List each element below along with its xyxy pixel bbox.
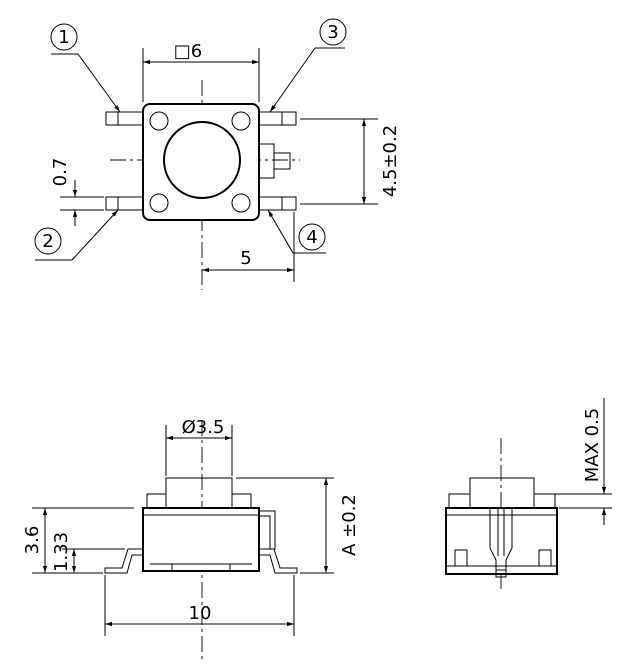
- callout-2: 2: [34, 209, 119, 261]
- callout-3: 3: [269, 18, 347, 113]
- end-actuator: [469, 477, 535, 509]
- side-body: [142, 507, 260, 572]
- dim-length-label: 10: [189, 603, 212, 624]
- end-body: [445, 507, 558, 575]
- dim-a-label: A ±0.2: [339, 494, 360, 556]
- dim-width-label: □6: [174, 41, 202, 62]
- actuator-circle: [163, 121, 241, 199]
- end-view: MAX 0.5: [445, 398, 612, 590]
- dim-pin-label: 0.7: [50, 158, 71, 187]
- callout-1: 1: [50, 23, 121, 113]
- svg-text:4: 4: [306, 227, 317, 248]
- side-actuator: [165, 477, 233, 509]
- dim-diameter-label: Ø3.5: [182, 417, 225, 438]
- dim-pitch-label: 5: [240, 248, 251, 269]
- dim-total-height-label: 3.6: [22, 526, 43, 555]
- side-view: Ø3.5 3.6 1.33 A ±0.2 10: [22, 417, 360, 660]
- top-view: □6 4.5±0.2 0.7 5 1 2 3: [34, 18, 401, 290]
- svg-text:3: 3: [327, 22, 338, 43]
- dim-body-height-label: 1.33: [51, 532, 72, 572]
- dim-max-label: MAX 0.5: [582, 408, 603, 483]
- svg-text:2: 2: [42, 231, 53, 252]
- svg-text:1: 1: [58, 27, 69, 48]
- callout-4: 4: [267, 209, 326, 254]
- dim-height-label: 4.5±0.2: [380, 125, 401, 197]
